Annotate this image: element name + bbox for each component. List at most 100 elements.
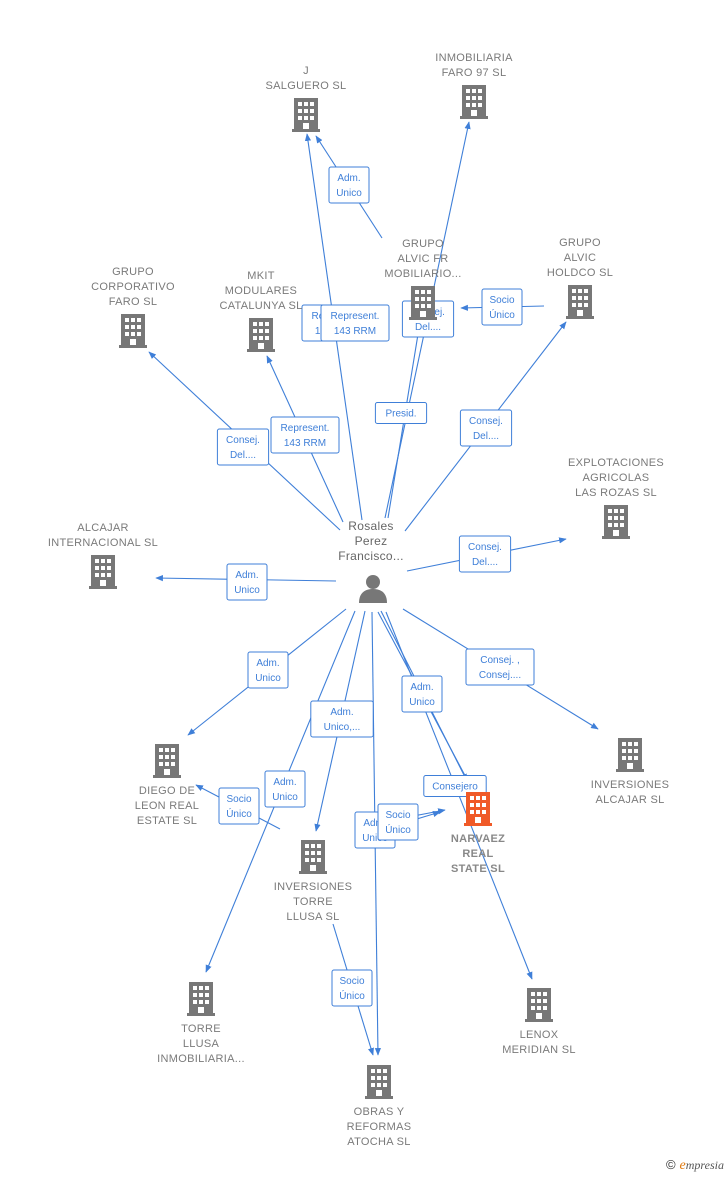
building-icon[interactable] (247, 318, 275, 352)
node-label: ALCAJAR (77, 522, 129, 534)
empresia-logo[interactable]: ©empresia (666, 1157, 724, 1174)
edge-label-13[interactable]: Adm.Unico,... (310, 700, 374, 738)
edge-label-text: Socio (226, 794, 251, 805)
node-label: TORRE (181, 1023, 221, 1035)
building-icon[interactable] (464, 792, 492, 826)
node-label: TORRE (293, 896, 333, 908)
edge-label-16[interactable]: Adm.Unico (401, 675, 443, 713)
building-icon[interactable] (602, 505, 630, 539)
edge-label-10[interactable]: Adm.Unico (226, 563, 268, 601)
edge-label-text: Consej. (469, 416, 503, 427)
node-label: REAL (462, 848, 493, 860)
edge-label-box[interactable] (216, 428, 270, 466)
edge-label-8[interactable]: Represent. 143 RRM (270, 416, 340, 454)
edge-label-box[interactable] (459, 409, 513, 447)
node-label: INMOBILIARIA (435, 52, 513, 64)
edge-label-text: Presid. (385, 409, 416, 420)
edge-label-2[interactable]: Presid. (374, 402, 428, 424)
edge-label-text: Del.... (230, 450, 256, 461)
node-label: SALGUERO SL (266, 80, 347, 92)
node-label: MOBILIARIO... (384, 268, 461, 280)
node-label: CATALUNYA SL (219, 300, 302, 312)
edge-label-12[interactable]: Consej. ,Consej.... (465, 648, 535, 686)
edge-label-box[interactable] (226, 563, 268, 601)
edge-label-text: Único (385, 823, 411, 836)
center-person-label: Perez (355, 534, 388, 548)
edge-label-box[interactable] (377, 803, 419, 841)
building-icon[interactable] (299, 840, 327, 874)
building-icon[interactable] (409, 286, 437, 320)
edge-label-box[interactable] (481, 288, 523, 326)
logo-text: mpresia (685, 1158, 724, 1172)
edge-label-text: Unico (255, 673, 281, 684)
node-label: INMOBILIARIA... (157, 1053, 245, 1065)
building-icon[interactable] (365, 1065, 393, 1099)
edge-label-box[interactable] (401, 675, 443, 713)
building-icon[interactable] (460, 85, 488, 119)
edge-label-box[interactable] (374, 402, 428, 424)
edge-label-box[interactable] (264, 770, 306, 808)
building-icon[interactable] (566, 285, 594, 319)
building-icon[interactable] (89, 555, 117, 589)
edge-label-box[interactable] (328, 166, 370, 204)
edge-label-9[interactable]: Consej.Del.... (458, 535, 512, 573)
building-icon[interactable] (119, 314, 147, 348)
edge-label-text: Único (489, 308, 515, 321)
node-label: GRUPO (112, 266, 154, 278)
edge-label-box[interactable] (247, 651, 289, 689)
node-torre-llusa-inmob[interactable]: TORRELLUSAINMOBILIARIA... (157, 982, 245, 1065)
edge-label-box[interactable] (423, 775, 487, 797)
edge-label-box[interactable] (310, 700, 374, 738)
node-label: MERIDIAN SL (502, 1044, 576, 1056)
edge-label-box[interactable] (320, 304, 390, 342)
edge-label-text: Único (339, 989, 365, 1002)
node-label: FARO SL (109, 296, 158, 308)
building-icon[interactable] (292, 98, 320, 132)
edge-label-text: Unico (409, 697, 435, 708)
edge-label-7[interactable]: Consej.Del.... (216, 428, 270, 466)
edge-label-text: Represent. (281, 423, 330, 434)
building-icon[interactable] (616, 738, 644, 772)
edge-label-box[interactable] (331, 969, 373, 1007)
edge-label-text: Unico (336, 188, 362, 199)
edge-label-text: Consej. (468, 542, 502, 553)
edge-label-14[interactable]: Adm.Unico (264, 770, 306, 808)
edge-label-17[interactable]: Consejero (423, 775, 487, 797)
node-label: LEON REAL (135, 800, 199, 812)
node-label: INTERNACIONAL SL (48, 537, 158, 549)
edge-label-3[interactable]: Represent.143 RRM (320, 304, 390, 342)
node-label: CORPORATIVO (91, 281, 175, 293)
node-center-person[interactable]: RosalesPerezFrancisco... (338, 519, 404, 603)
building-icon[interactable] (153, 744, 181, 778)
building-icon[interactable] (525, 988, 553, 1022)
building-icon[interactable] (187, 982, 215, 1016)
node-alcajar-int[interactable]: ALCAJAR INTERNACIONAL SL (48, 522, 158, 589)
person-icon[interactable] (359, 575, 387, 603)
edge-label-box[interactable] (270, 416, 340, 454)
edge-label-box[interactable] (465, 648, 535, 686)
edge-label-6[interactable]: Consej.Del.... (459, 409, 513, 447)
edge-label-11[interactable]: Adm.Unico (247, 651, 289, 689)
node-grupo-corp-faro[interactable]: GRUPO CORPORATIVO FARO SL (91, 266, 175, 348)
edge-label-box[interactable] (458, 535, 512, 573)
edge-label-1[interactable]: Adm.Unico (328, 166, 370, 204)
edge-label-box[interactable] (218, 787, 260, 825)
edge-label-text: 143 RRM (284, 438, 326, 449)
center-person-label: Rosales (348, 519, 393, 533)
